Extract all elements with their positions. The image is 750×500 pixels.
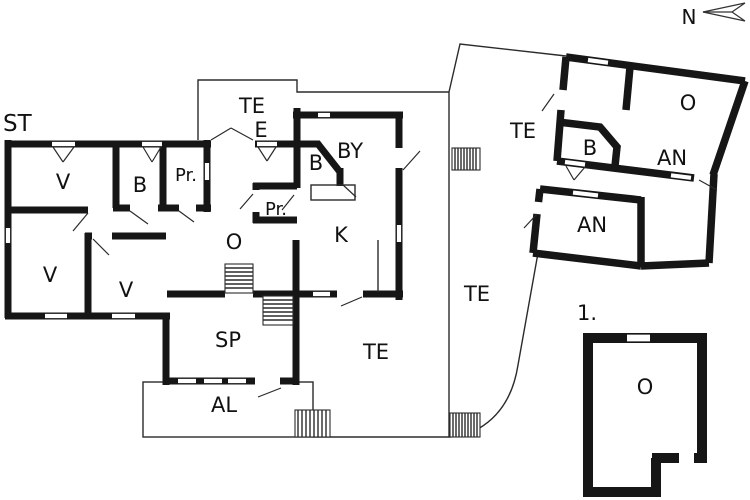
room-label-te-bottom: TE bbox=[362, 340, 389, 364]
room-label-sp: SP bbox=[215, 328, 241, 352]
windows bbox=[5, 57, 692, 384]
label-north: N bbox=[682, 5, 697, 29]
room-label-te-entry: TE bbox=[238, 94, 265, 118]
room-label-b-annex: B bbox=[583, 136, 597, 160]
room-label-o-hall: O bbox=[226, 230, 243, 254]
terrace-east-curve bbox=[449, 252, 539, 438]
exterior-stairs-top bbox=[451, 147, 481, 171]
room-label-b-mid: B bbox=[309, 151, 323, 175]
annex-complex-walls bbox=[529, 53, 749, 270]
room-label-al: AL bbox=[211, 393, 237, 417]
room-label-b-left: B bbox=[133, 173, 147, 197]
kitchen-counter bbox=[310, 184, 379, 292]
exterior-stairs-bottom bbox=[449, 412, 481, 438]
room-label-te-corridor: TE bbox=[463, 282, 490, 306]
door-gaps bbox=[225, 148, 404, 386]
door-swings bbox=[52, 93, 718, 398]
label-st: ST bbox=[3, 111, 33, 137]
room-label-an-annex: AN bbox=[577, 213, 607, 237]
room-label-k: K bbox=[334, 223, 349, 247]
room-label-o-house1: O bbox=[637, 375, 654, 399]
room-label-v1: V bbox=[56, 170, 71, 194]
label-house1-number: 1. bbox=[577, 301, 597, 325]
upper-terrace-outline bbox=[448, 43, 567, 93]
room-label-by: BY bbox=[337, 139, 363, 163]
room-label-an-top: AN bbox=[657, 146, 687, 170]
room-label-te-annex: TE bbox=[509, 119, 536, 143]
room-label-v2: V bbox=[119, 278, 134, 302]
north-arrow-icon bbox=[702, 2, 746, 22]
entry-terrace-outline bbox=[197, 79, 449, 140]
room-label-pr-mid: Pr. bbox=[265, 199, 287, 220]
room-label-e: E bbox=[254, 118, 267, 142]
room-labels: ST N V B Pr. V V O TE E B BY Pr. K SP AL… bbox=[3, 5, 696, 417]
staircase-upper bbox=[224, 263, 254, 294]
room-label-pr-left: Pr. bbox=[175, 165, 197, 186]
house1-walls bbox=[583, 333, 707, 497]
room-label-o-annex: O bbox=[680, 91, 697, 115]
room-label-v-bottomleft: V bbox=[43, 263, 58, 287]
exterior-stairs-al bbox=[294, 409, 331, 438]
staircase-lower bbox=[262, 295, 294, 326]
